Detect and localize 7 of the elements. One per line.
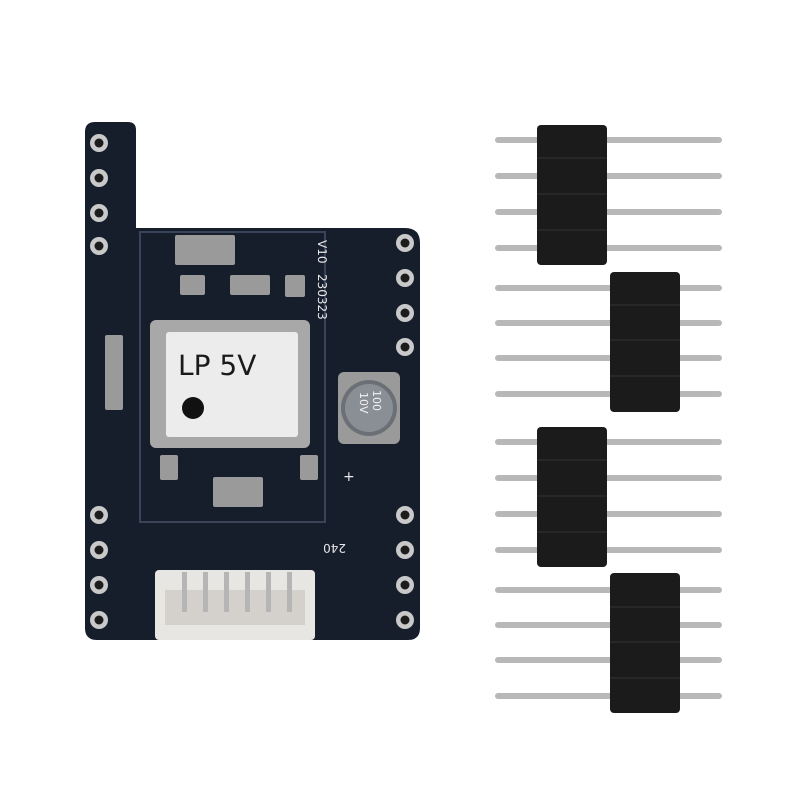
board-marking: V10 [316,240,328,264]
capacitor-marking: 100 [371,390,382,411]
polarity-mark: + [343,470,355,484]
module-label: LP 5V [178,352,256,380]
board-marking: 230323 [316,274,328,320]
capacitor-marking: 10V [358,392,369,414]
board-marking: 240 [323,542,346,554]
